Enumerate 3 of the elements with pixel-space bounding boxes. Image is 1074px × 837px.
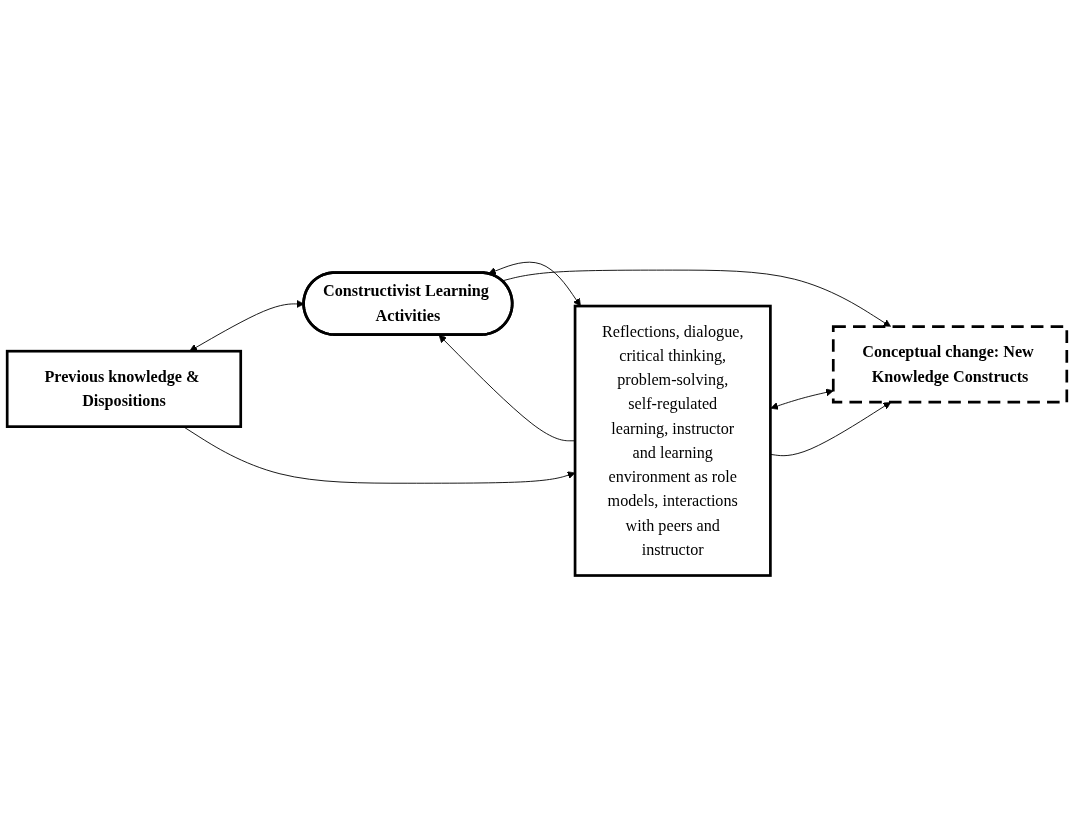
node-box: Conceptual change: New Knowledge Constructs — [831, 325, 1069, 404]
node-box: Previous knowledge & Dispositions — [5, 349, 243, 428]
node-box: Reflections, dialogue, critical thinking, problem-solving, self-regulated learning, instructor and learning environment as role models, interactions with peers and instructor — [573, 304, 772, 577]
